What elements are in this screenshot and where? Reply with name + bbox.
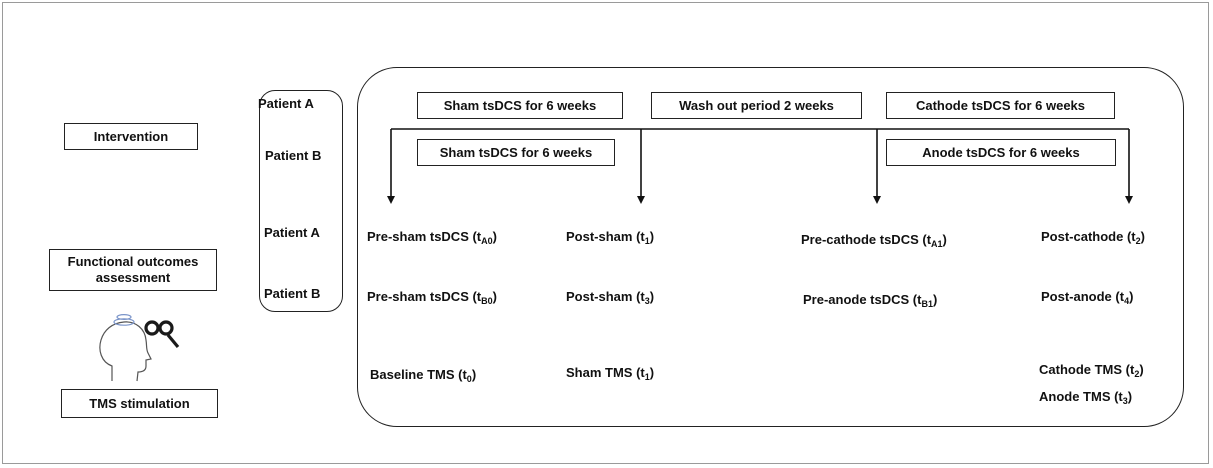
assessment-a-post-cathode: Post-cathode (t2) <box>1041 229 1145 246</box>
cathode-tsdcs-box: Cathode tsDCS for 6 weeks <box>886 92 1115 119</box>
functional-outcomes-label: Functional outcomes assessment <box>49 249 217 291</box>
patient-b-intervention-label: Patient B <box>265 148 322 163</box>
timeline-box <box>357 67 1184 427</box>
assessment-a-pre-sham: Pre-sham tsDCS (tA0) <box>367 229 497 246</box>
functional-outcomes-label-text: Functional outcomes assessment <box>67 254 199 285</box>
assessment-b-pre-anode: Pre-anode tsDCS (tB1) <box>803 292 938 309</box>
tms-baseline: Baseline TMS (t0) <box>370 367 477 384</box>
patient-column-box <box>259 90 343 312</box>
assessment-b-post-anode: Post-anode (t4) <box>1041 289 1134 306</box>
cathode-tsdcs-text: Cathode tsDCS for 6 weeks <box>915 97 1086 113</box>
tms-cathode: Cathode TMS (t2) <box>1039 362 1144 379</box>
tms-stimulation-label: TMS stimulation <box>61 389 218 418</box>
sham-tsdcs-patient-b-box: Sham tsDCS for 6 weeks <box>417 139 615 166</box>
anode-tsdcs-text: Anode tsDCS for 6 weeks <box>922 144 1080 160</box>
tms-stimulation-label-text: TMS stimulation <box>89 395 190 411</box>
sham-tsdcs-patient-a-text: Sham tsDCS for 6 weeks <box>443 97 597 113</box>
sham-tsdcs-patient-b-text: Sham tsDCS for 6 weeks <box>439 144 593 160</box>
tms-anode: Anode TMS (t3) <box>1039 389 1133 406</box>
washout-period-text: Wash out period 2 weeks <box>679 97 834 113</box>
sham-tsdcs-patient-a-box: Sham tsDCS for 6 weeks <box>417 92 623 119</box>
anode-tsdcs-box: Anode tsDCS for 6 weeks <box>886 139 1116 166</box>
intervention-label: Intervention <box>64 123 198 150</box>
patient-a-assessment-label: Patient A <box>264 225 320 240</box>
washout-period-box: Wash out period 2 weeks <box>651 92 862 119</box>
patient-a-intervention-label: Patient A <box>258 96 314 111</box>
tms-sham: Sham TMS (t1) <box>566 365 655 382</box>
intervention-label-text: Intervention <box>93 128 169 144</box>
assessment-a-post-sham: Post-sham (t1) <box>566 229 655 246</box>
assessment-b-post-sham: Post-sham (t3) <box>566 289 655 306</box>
assessment-a-pre-cathode: Pre-cathode tsDCS (tA1) <box>801 232 947 249</box>
assessment-b-pre-sham: Pre-sham tsDCS (tB0) <box>367 289 497 306</box>
patient-b-assessment-label: Patient B <box>264 286 321 301</box>
